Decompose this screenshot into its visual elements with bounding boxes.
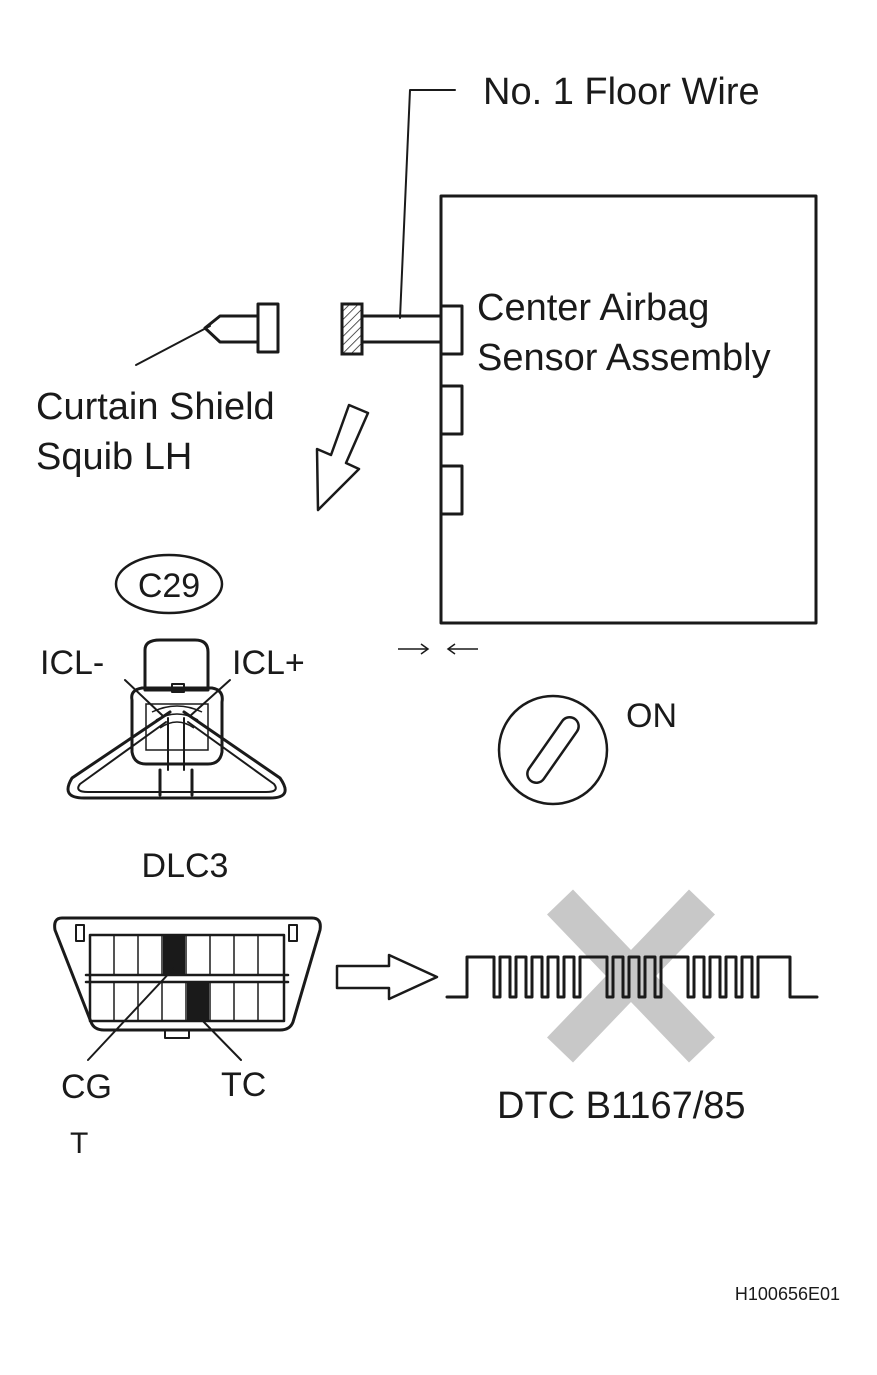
dlc3-connector (53, 916, 322, 1061)
ignition-key-icon (497, 694, 609, 806)
cg-terminal (163, 936, 185, 974)
no-signal-cross-icon (547, 889, 715, 1063)
floor-wire-label: No. 1 Floor Wire (483, 71, 760, 113)
connector-code-badge (114, 553, 224, 615)
figure-id-label: H100656E01 (735, 1284, 840, 1304)
floor-wire-leader (399, 89, 456, 319)
dlc3-label: DLC3 (142, 847, 229, 885)
output-arrow-icon (335, 953, 439, 1001)
sensor-connector-3 (439, 464, 464, 516)
icl-minus-label: ICL- (40, 644, 104, 682)
squib-connector (135, 302, 280, 366)
tc-terminal (187, 983, 209, 1020)
squib-label-line1: Curtain Shield (36, 386, 275, 428)
c29-connector-jumper (66, 638, 287, 800)
cg-label: CG (61, 1068, 112, 1106)
dtc-pulse-waveform (445, 955, 819, 999)
sensor-label-line2: Sensor Assembly (477, 337, 771, 379)
connector-code-label: C29 (138, 567, 200, 605)
floor-wire-connector (340, 302, 443, 356)
ignition-on-label: ON (626, 697, 677, 735)
icl-plus-label: ICL+ (232, 644, 305, 682)
sensor-label-line1: Center Airbag (477, 287, 709, 329)
disconnect-arrow-icon (315, 403, 370, 512)
squib-label-line2: Squib LH (36, 436, 192, 478)
sensor-connector-1 (439, 304, 464, 356)
tc-label: TC (221, 1066, 266, 1104)
sensor-connector-2 (439, 384, 464, 436)
dtc-code-label: DTC B1167/85 (497, 1085, 746, 1127)
t-label: T (70, 1127, 88, 1160)
alignment-arrows (398, 643, 478, 655)
center-airbag-sensor-assembly (439, 194, 818, 625)
